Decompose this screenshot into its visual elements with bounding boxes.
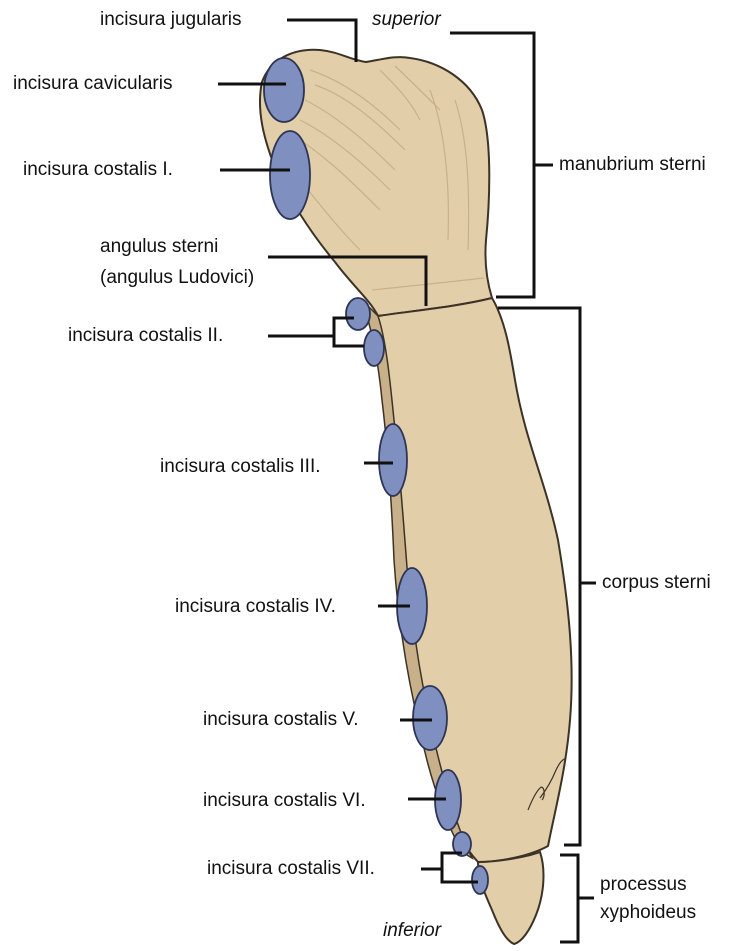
label-incisura-costalis-1: incisura costalis I.: [23, 159, 173, 181]
label-angulus-sterni: angulus sterni: [100, 236, 218, 258]
label-inferior: inferior: [383, 920, 441, 942]
label-xyphoideus: xyphoideus: [600, 902, 696, 924]
label-incisura-costalis-3: incisura costalis III.: [160, 456, 321, 478]
label-corpus-sterni: corpus sterni: [602, 572, 711, 594]
xiphoid-shape: [478, 852, 543, 944]
label-incisura-costalis-4: incisura costalis IV.: [175, 596, 336, 618]
facet-costal-3: [379, 424, 407, 496]
label-manubrium-sterni: manubrium sterni: [559, 154, 706, 176]
label-incisura-clavicularis: incisura cavicularis: [13, 73, 172, 95]
label-incisura-costalis-7: incisura costalis VII.: [207, 858, 375, 880]
facet-costal-1: [270, 131, 310, 219]
label-incisura-costalis-5: incisura costalis V.: [203, 709, 359, 731]
label-processus: processus: [600, 874, 687, 896]
facet-costal-2b: [364, 330, 384, 366]
label-incisura-jugularis: incisura jugularis: [100, 9, 242, 31]
bracket-xiphoid: [560, 855, 578, 942]
facet-costal-2a: [346, 298, 370, 330]
facet-clavicular: [264, 58, 304, 122]
label-superior: superior: [372, 9, 441, 31]
facet-costal-5: [413, 686, 447, 750]
label-incisura-costalis-6: incisura costalis VI.: [203, 790, 366, 812]
facet-costal-7b: [472, 866, 488, 894]
label-incisura-costalis-2: incisura costalis II.: [68, 325, 223, 347]
label-angulus-ludovici: (angulus Ludovici): [100, 267, 254, 289]
